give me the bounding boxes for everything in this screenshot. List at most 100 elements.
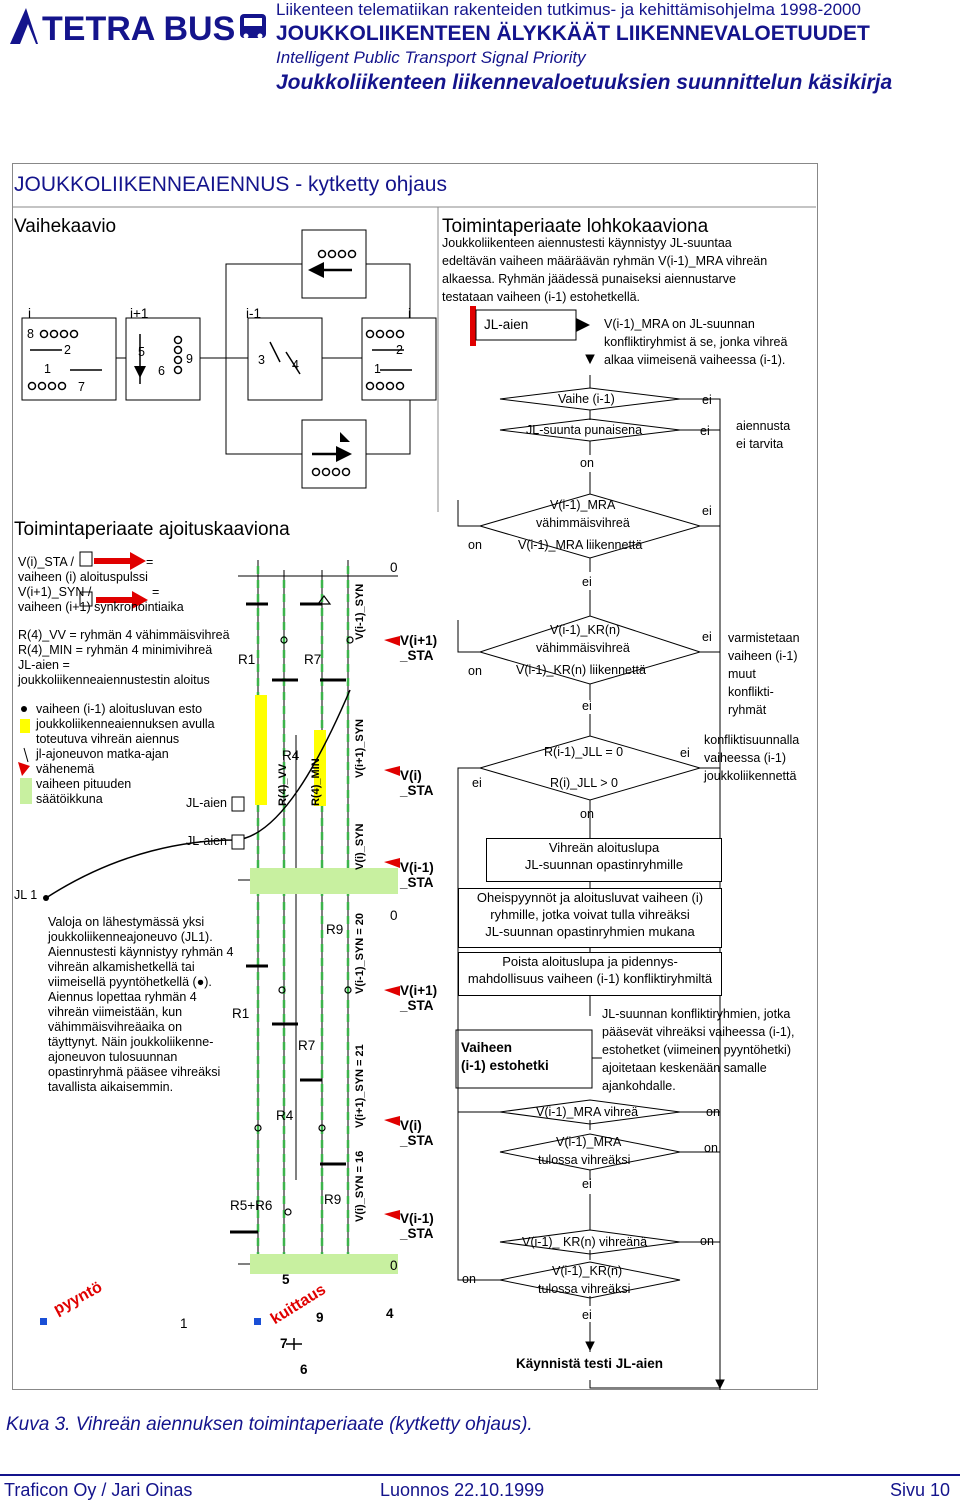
rot-label-syn: V(i-1)_SYN bbox=[354, 583, 366, 640]
figure-caption: Kuva 3. Vihreän aiennuksen toimintaperia… bbox=[6, 1414, 533, 1435]
group-num: 9 bbox=[186, 352, 193, 366]
header-line-1: Liikenteen telematiikan rakenteiden tutk… bbox=[276, 0, 861, 19]
verify-line: varmistetaan bbox=[728, 631, 800, 645]
label-yes: on bbox=[580, 456, 594, 470]
phase-label-i-plus-1: i+1 bbox=[130, 306, 149, 321]
sta-label: V(i-1) bbox=[400, 1211, 434, 1226]
figure-frame bbox=[12, 163, 818, 1390]
phase-label-i-2: i bbox=[408, 306, 411, 321]
label-yes: on bbox=[468, 538, 482, 552]
rot-label-syn-value: V(i)_SYN = 16 bbox=[354, 1150, 366, 1222]
verify-line: vaiheen (i-1) bbox=[728, 649, 798, 663]
phase-label-i: i bbox=[28, 306, 31, 321]
final-action: Käynnistä testi JL-aien bbox=[516, 1356, 664, 1371]
decision-kr-coming: V(i-1)_KR(n) bbox=[552, 1264, 623, 1278]
box-line: Poista aloituslupa ja pidennys- bbox=[502, 954, 678, 969]
cycle-zero: 0 bbox=[390, 1258, 398, 1273]
rot-label-syn: V(i)_SYN bbox=[354, 823, 366, 870]
label-no: ei bbox=[582, 1177, 592, 1191]
footer-page: Sivu 10 bbox=[890, 1480, 951, 1500]
symbol-line: toteutuva vihreän aiennus bbox=[36, 732, 180, 746]
box-green-permission: Vihreän aloituslupa JL-suunnan opastinry… bbox=[486, 838, 722, 882]
bottom-num: 4 bbox=[386, 1306, 394, 1321]
legend-line: V(i)_STA / bbox=[18, 555, 75, 569]
svg-text:TETRA BUS: TETRA BUS bbox=[42, 10, 235, 46]
conflict-note-line: konfliktisuunnalla bbox=[704, 733, 800, 747]
rot-label-vv: R(4)_VV bbox=[277, 763, 289, 806]
request-dot-icon: ● bbox=[196, 975, 205, 989]
sta-label: V(i-1) bbox=[400, 860, 434, 875]
sta-label: _STA bbox=[400, 783, 434, 798]
block-note-line: ajoitetaan keskenään samalle bbox=[602, 1061, 767, 1075]
box-remove-permission: Poista aloituslupa ja pidennys- mahdolli… bbox=[458, 952, 722, 996]
jl-aien-marker-label: JL-aien bbox=[186, 834, 227, 848]
jl1-label: JL 1 bbox=[14, 888, 38, 902]
label-yes: on bbox=[706, 1105, 720, 1119]
def-line: R(4)_VV = ryhmän 4 vähimmäisvihreä bbox=[18, 628, 230, 642]
block-intro-line: Joukkoliikenteen aiennustesti käynnistyy… bbox=[442, 236, 732, 250]
label-no: ei bbox=[680, 746, 690, 760]
label-no: ei bbox=[582, 699, 592, 713]
legend-line: vaiheen (i+1) synkronointiaika bbox=[18, 600, 184, 614]
story-line: joukkoliikenneajoneuvo (JL1). bbox=[48, 930, 213, 944]
story-text: ). bbox=[204, 975, 212, 989]
group-label: R9 bbox=[324, 1192, 342, 1207]
block-diagram-title: Toimintaperiaate lohkokaaviona bbox=[442, 216, 709, 237]
no-need-line: ei tarvita bbox=[736, 437, 784, 451]
group-label: R9 bbox=[326, 922, 344, 937]
footer-date: Luonnos 22.10.1999 bbox=[380, 1480, 545, 1500]
symbol-line: vaiheen pituuden bbox=[36, 777, 132, 791]
decision-kr: V(i-1)_KR(n) bbox=[550, 623, 621, 637]
story-line: opastinryhmä pääsee vihreäksi bbox=[48, 1065, 221, 1079]
sta-label: V(i) bbox=[400, 768, 422, 783]
group-num: 6 bbox=[158, 364, 165, 378]
timing-diagram-title: Toimintaperiaate ajoituskaaviona bbox=[14, 519, 290, 540]
sta-label: _STA bbox=[400, 998, 434, 1013]
decision-jll: R(i-1)_JLL = 0 bbox=[544, 745, 624, 759]
story-line: Aiennus lopettaa ryhmän 4 bbox=[48, 990, 197, 1004]
box-line: Oheispyynnöt ja aloitusluvat vaiheen (i) bbox=[476, 890, 704, 905]
symbol-line: vähenemä bbox=[36, 762, 95, 776]
cycle-zero: 0 bbox=[390, 560, 398, 575]
sta-label: V(i) bbox=[400, 1118, 422, 1133]
story-line: ajoneuvon tulosuunnan bbox=[48, 1050, 178, 1064]
box-requests: Oheispyynnöt ja aloitusluvat vaiheen (i)… bbox=[458, 888, 722, 948]
decision-mra-coming: V(i-1)_MRA bbox=[556, 1135, 622, 1149]
def-line: joukkoliikenneaiennustestin aloitus bbox=[18, 673, 210, 687]
group-num: 2 bbox=[396, 343, 403, 357]
decision-mra: vähimmäisvihreä bbox=[536, 516, 630, 530]
rot-label-syn-value: V(i-1)_SYN = 20 bbox=[354, 912, 366, 994]
story-line: täyttynyt. Näin joukkoliikenne- bbox=[48, 1035, 214, 1049]
box-line: Vihreän aloituslupa bbox=[548, 840, 660, 855]
phase-diagram-title: Vaihekaavio bbox=[14, 216, 117, 237]
mra-note-line: alkaa viimeisenä vaiheessa (i-1). bbox=[604, 353, 786, 367]
story-line: viimeisellä pyyntöhetkellä (●). bbox=[48, 975, 212, 989]
verify-line: muut bbox=[728, 667, 756, 681]
group-label: R4 bbox=[276, 1108, 294, 1123]
tetra-bus-logo: TETRA BUS bbox=[10, 8, 266, 46]
decision-kr: vähimmäisvihreä bbox=[536, 641, 630, 655]
mra-note-line: V(i-1)_MRA on JL-suunnan bbox=[604, 317, 755, 331]
group-label: R7 bbox=[298, 1038, 316, 1053]
symbol-line: vaiheen (i-1) aloitusluvan esto bbox=[36, 702, 203, 716]
sta-label: V(i+1) bbox=[400, 983, 438, 998]
group-num: 5 bbox=[138, 345, 145, 359]
label-no: ei bbox=[702, 393, 712, 407]
group-label: R7 bbox=[304, 652, 322, 667]
block-label: Vaiheen bbox=[461, 1040, 513, 1055]
decision-kr: V(i-1)_KR(n) liikennettä bbox=[516, 663, 646, 677]
group-label: R1 bbox=[238, 652, 256, 667]
rot-label-syn: V(i+1)_SYN bbox=[354, 719, 366, 778]
label-no: ei bbox=[582, 575, 592, 589]
main-title: JOUKKOLIIKENNEAIENNUS - kytketty ohjaus bbox=[14, 173, 447, 196]
story-line: tavallista aikaisemmin. bbox=[48, 1080, 174, 1094]
verify-line: ryhmät bbox=[728, 703, 767, 717]
group-num: 1 bbox=[374, 362, 381, 376]
bottom-num: 6 bbox=[300, 1362, 308, 1377]
decision-kr-green: V(i-1)_ KR(n) vihreänä bbox=[522, 1235, 648, 1249]
bottom-num: 5 bbox=[282, 1272, 290, 1287]
decision-jll: R(i)_JLL > 0 bbox=[550, 776, 618, 790]
bottom-num: 9 bbox=[316, 1310, 324, 1325]
group-label: R4 bbox=[282, 748, 300, 763]
group-num: 7 bbox=[78, 380, 85, 394]
